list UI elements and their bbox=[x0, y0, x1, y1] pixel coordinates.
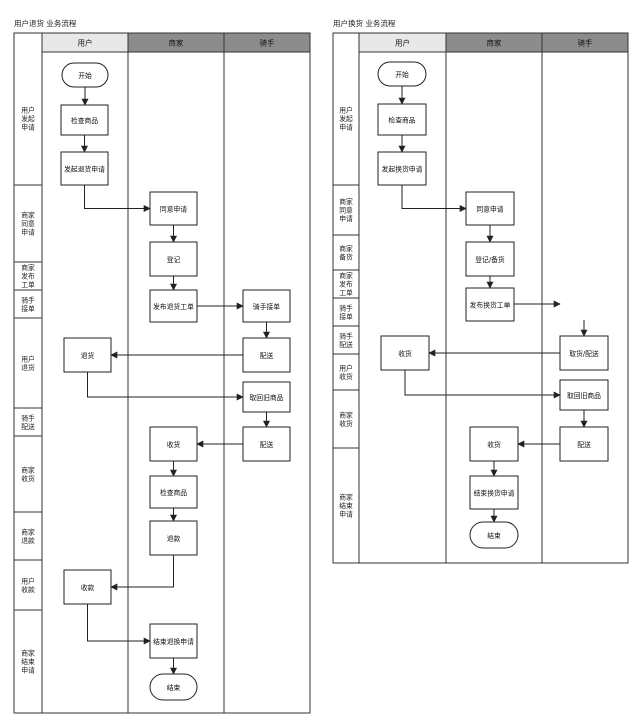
flow-arrow bbox=[87, 372, 244, 401]
process-node: 检查商品 bbox=[377, 103, 427, 136]
node-label: 退款 bbox=[167, 534, 181, 543]
lane-label: 骑手 bbox=[260, 38, 275, 48]
diagram-frame bbox=[13, 32, 311, 714]
lane-label: 商家 bbox=[169, 38, 184, 48]
node-label: 骑手接单 bbox=[253, 302, 280, 311]
node-label: 同意申请 bbox=[476, 204, 503, 213]
node-label: 登记/备货 bbox=[475, 255, 505, 264]
node-label: 配送 bbox=[260, 351, 274, 360]
node-label: 开始 bbox=[395, 70, 409, 79]
terminal-node: 结束 bbox=[469, 521, 519, 549]
node-label: 开始 bbox=[78, 71, 92, 80]
flow-arrow bbox=[84, 185, 151, 212]
phase-label: 商家发布工单 bbox=[21, 263, 35, 289]
phase-label: 骑手配送 bbox=[21, 413, 35, 431]
node-label: 发起换货申请 bbox=[382, 164, 423, 173]
node-label: 结束退换申请 bbox=[153, 637, 194, 646]
node-label: 取回旧商品 bbox=[250, 393, 284, 402]
process-node: 收货 bbox=[469, 426, 519, 462]
process-node: 配送 bbox=[242, 337, 291, 373]
process-node: 取回旧商品 bbox=[559, 379, 609, 411]
diagram-title: 用户退货 业务流程 bbox=[14, 18, 77, 28]
flow-arrow bbox=[401, 185, 467, 212]
process-node: 同意申请 bbox=[465, 191, 515, 226]
process-node: 收货 bbox=[149, 426, 198, 462]
phase-label: 用户退货 bbox=[21, 354, 35, 372]
lane-label: 用户 bbox=[395, 38, 410, 48]
process-node: 发布换货工单 bbox=[465, 287, 515, 322]
phase-label: 用户收款 bbox=[21, 576, 35, 594]
node-label: 发布换货工单 bbox=[470, 300, 511, 309]
terminal-node: 开始 bbox=[377, 61, 427, 87]
phase-label: 用户发起申请 bbox=[21, 106, 35, 132]
node-label: 结束 bbox=[167, 683, 181, 692]
phase-label: 骑手配送 bbox=[339, 331, 353, 349]
phase-label: 商家退款 bbox=[21, 527, 35, 545]
node-label: 检查商品 bbox=[71, 116, 98, 125]
process-node: 发布退货工单 bbox=[149, 289, 198, 323]
phase-label: 用户收货 bbox=[339, 363, 353, 381]
process-node: 配送 bbox=[559, 426, 609, 462]
phase-label: 商家结束申请 bbox=[21, 649, 35, 675]
terminal-node: 结束 bbox=[149, 673, 198, 701]
flow-arrow bbox=[110, 555, 174, 591]
process-node: 退款 bbox=[149, 520, 198, 556]
node-label: 取回旧商品 bbox=[567, 391, 601, 400]
phase-label: 商家结束申请 bbox=[339, 493, 353, 519]
process-node: 结束退换申请 bbox=[149, 623, 198, 659]
process-node: 发起退货申请 bbox=[60, 151, 109, 186]
node-label: 登记 bbox=[167, 255, 181, 264]
process-node: 同意申请 bbox=[149, 191, 198, 226]
process-node: 收货 bbox=[380, 335, 430, 371]
node-label: 检查商品 bbox=[160, 488, 187, 497]
node-label: 收货 bbox=[167, 440, 181, 449]
terminal-node: 开始 bbox=[61, 62, 109, 88]
phase-label: 商家同意申请 bbox=[339, 197, 353, 223]
node-label: 配送 bbox=[577, 440, 591, 449]
process-node: 取回旧商品 bbox=[242, 381, 291, 413]
node-label: 发起退货申请 bbox=[64, 164, 105, 173]
process-node: 登记 bbox=[149, 241, 198, 277]
node-label: 同意申请 bbox=[160, 204, 187, 213]
phase-label: 骑手接单 bbox=[21, 295, 35, 313]
process-node: 发起换货申请 bbox=[377, 151, 427, 186]
node-label: 检查商品 bbox=[388, 115, 415, 124]
node-label: 取货/配送 bbox=[569, 349, 599, 358]
flow-arrow bbox=[87, 604, 151, 645]
node-label: 收款 bbox=[81, 583, 95, 592]
process-node: 登记/备货 bbox=[465, 241, 515, 277]
node-label: 结束换货申请 bbox=[474, 488, 515, 497]
diagram-title: 用户换货 业务流程 bbox=[333, 18, 396, 28]
phase-label: 商家备货 bbox=[339, 244, 353, 262]
node-label: 收货 bbox=[398, 349, 412, 358]
process-node: 配送 bbox=[242, 426, 291, 462]
lane-label: 商家 bbox=[487, 38, 502, 48]
node-label: 退货 bbox=[81, 351, 95, 360]
lane-label: 骑手 bbox=[578, 38, 593, 48]
node-label: 收货 bbox=[487, 440, 501, 449]
phase-label: 骑手接单 bbox=[339, 303, 353, 321]
node-label: 发布退货工单 bbox=[153, 302, 194, 311]
flow-arrow bbox=[404, 370, 561, 399]
phase-label: 用户发起申请 bbox=[339, 106, 353, 132]
phase-label: 商家发布工单 bbox=[339, 271, 353, 297]
process-node: 取货/配送 bbox=[559, 335, 609, 371]
phase-label: 商家同意申请 bbox=[21, 211, 35, 237]
lane-label: 用户 bbox=[78, 38, 93, 48]
phase-label: 商家收货 bbox=[21, 465, 35, 483]
node-label: 配送 bbox=[260, 440, 274, 449]
process-node: 骑手接单 bbox=[242, 289, 291, 323]
process-node: 结束换货申请 bbox=[469, 475, 519, 510]
phase-label: 商家收货 bbox=[339, 410, 353, 428]
node-label: 结束 bbox=[487, 531, 501, 540]
process-node: 检查商品 bbox=[60, 104, 109, 136]
process-node: 收款 bbox=[63, 569, 112, 605]
process-node: 检查商品 bbox=[149, 475, 198, 509]
process-node: 退货 bbox=[63, 337, 112, 373]
